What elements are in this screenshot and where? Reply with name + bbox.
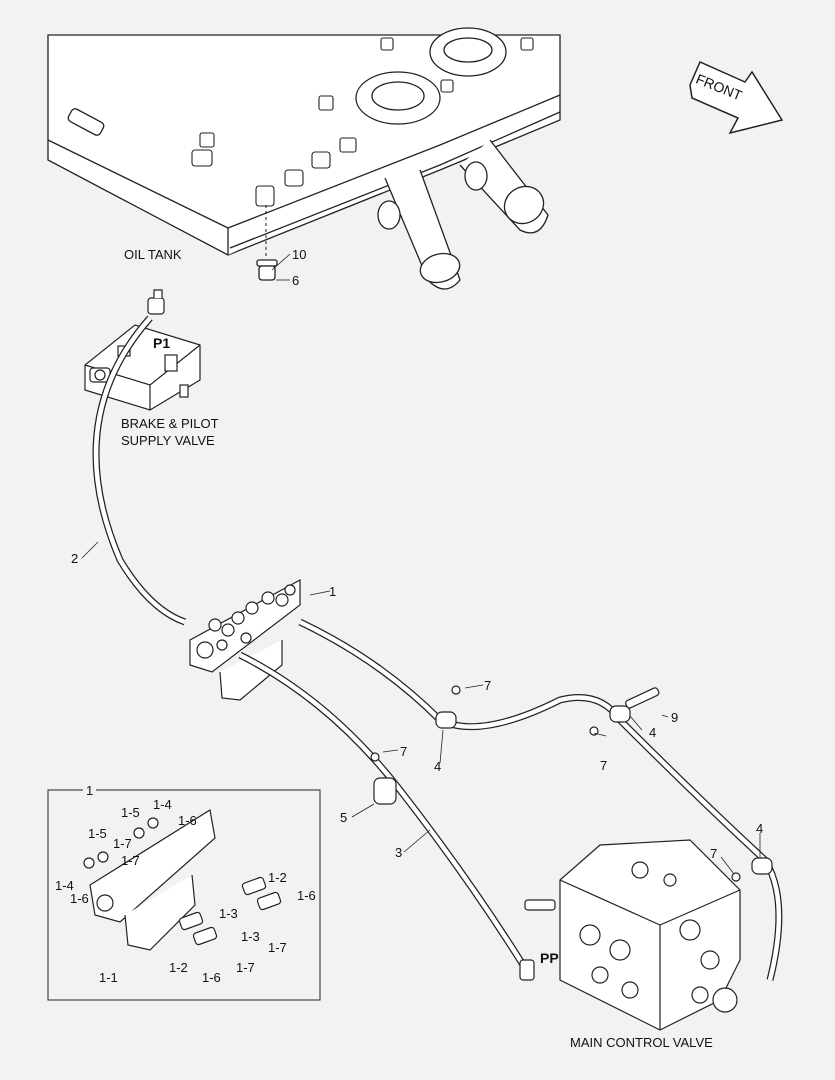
- inset-part-1-1: 1-1: [99, 970, 118, 985]
- callout-7-a: 7: [484, 678, 492, 693]
- inset-part-1-5-b: 1-5: [88, 826, 107, 841]
- callout-1: 1: [329, 584, 337, 599]
- main-control-valve-drawing: [519, 839, 741, 1031]
- brake-pilot-label-line1: BRAKE & PILOT: [121, 416, 219, 431]
- inset-part-1-7-d: 1-7: [236, 960, 255, 975]
- callout-2: 2: [71, 551, 79, 566]
- inset-part-1-2-b: 1-2: [169, 960, 188, 975]
- callout-3: 3: [395, 845, 403, 860]
- callout-4-right: 4: [756, 821, 764, 836]
- oil-tank-drawing: [47, 27, 561, 290]
- port-p1-label: P1: [153, 335, 171, 351]
- inset-part-1-6-d: 1-6: [202, 970, 221, 985]
- inset-part-1-6-a: 1-6: [178, 813, 197, 828]
- callout-7-c: 7: [600, 758, 608, 773]
- callout-4-mid: 4: [649, 725, 657, 740]
- inset-part-1-2-a: 1-2: [268, 870, 287, 885]
- inset-part-1-3-b: 1-3: [241, 929, 260, 944]
- callout-4-left: 4: [434, 759, 442, 774]
- inset-part-1-7-a: 1-7: [113, 836, 132, 851]
- inset-part-1-7-b: 1-7: [121, 853, 140, 868]
- callout-7-b: 7: [400, 744, 408, 759]
- inset-part-1-6-c: 1-6: [297, 888, 316, 903]
- inset-title: 1: [83, 784, 97, 797]
- front-arrow-icon: [689, 61, 784, 135]
- callout-7-d: 7: [710, 846, 718, 861]
- clamp-drawings: [370, 685, 773, 882]
- callout-9: 9: [671, 710, 679, 725]
- callout-5: 5: [340, 810, 348, 825]
- oil-tank-label: OIL TANK: [124, 247, 182, 262]
- inset-part-1-4-b: 1-4: [55, 878, 74, 893]
- brake-pilot-label-line2: SUPPLY VALVE: [121, 433, 215, 448]
- inset-part-1-7-c: 1-7: [268, 940, 287, 955]
- inset-part-1-5-a: 1-5: [121, 805, 140, 820]
- inset-bracket-drawing: [83, 809, 282, 951]
- port-pp-label: PP: [540, 950, 559, 966]
- bracket-1-drawing: [189, 578, 301, 701]
- brake-pilot-supply-valve-drawing: [84, 289, 201, 411]
- leader-lines: [81, 253, 761, 875]
- inset-part-1-4-a: 1-4: [153, 797, 172, 812]
- callout-10: 10: [292, 247, 307, 262]
- callout-6: 6: [292, 273, 300, 288]
- main-control-valve-label: MAIN CONTROL VALVE: [570, 1035, 713, 1050]
- inset-part-1-3-a: 1-3: [219, 906, 238, 921]
- inset-part-1-6-b: 1-6: [70, 891, 89, 906]
